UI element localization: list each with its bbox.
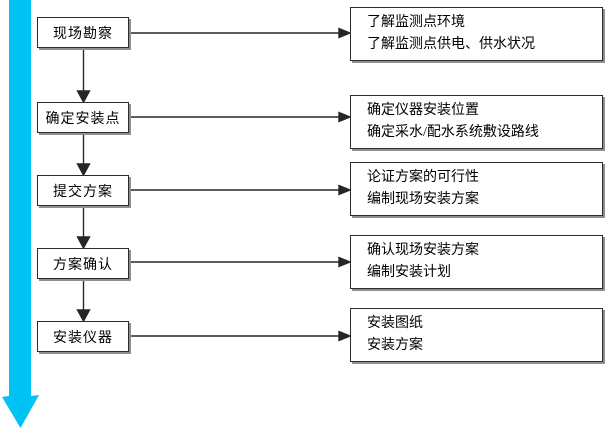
detail-line: 确定仪器安装位置 xyxy=(367,103,479,118)
detail-line: 论证方案的可行性 xyxy=(367,170,479,185)
detail-line: 安装图纸 xyxy=(367,316,423,331)
detail-box-plan-confirmation: 确认现场安装方案 编制安装计划 xyxy=(350,235,603,289)
step-box-site-survey: 现场勘察 xyxy=(37,17,129,48)
step-label: 方案确认 xyxy=(53,257,113,273)
detail-box-determine-install-point: 确定仪器安装位置 确定采水/配水系统敷设路线 xyxy=(350,95,603,149)
detail-line: 了解监测点供电、供水状况 xyxy=(367,37,535,52)
detail-line: 编制安装计划 xyxy=(367,265,451,280)
step-box-determine-install-point: 确定安装点 xyxy=(37,102,129,133)
step-box-submit-plan: 提交方案 xyxy=(37,175,129,206)
detail-box-submit-plan: 论证方案的可行性 编制现场安装方案 xyxy=(350,162,603,216)
arrowhead-down-icon xyxy=(76,163,91,177)
step-label: 提交方案 xyxy=(53,184,113,200)
arrowhead-right-icon xyxy=(338,330,352,342)
detail-line: 安装方案 xyxy=(367,338,423,353)
detail-line: 编制现场安装方案 xyxy=(367,192,479,207)
detail-box-install-instruments: 安装图纸 安装方案 xyxy=(350,308,603,362)
arrowhead-down-icon xyxy=(76,90,91,104)
step-box-plan-confirmation: 方案确认 xyxy=(37,248,129,279)
detail-line: 确认现场安装方案 xyxy=(367,243,479,258)
arrowhead-right-icon xyxy=(338,184,352,196)
step-label: 安装仪器 xyxy=(53,330,113,346)
timeline-down-arrow-icon xyxy=(2,0,39,428)
step-label: 现场勘察 xyxy=(53,26,113,42)
step-box-install-instruments: 安装仪器 xyxy=(37,321,129,352)
arrowhead-down-icon xyxy=(76,236,91,250)
arrowhead-right-icon xyxy=(338,27,352,39)
detail-line: 了解监测点环境 xyxy=(367,15,465,30)
detail-line: 确定采水/配水系统敷设路线 xyxy=(367,125,539,140)
detail-box-site-survey: 了解监测点环境 了解监测点供电、供水状况 xyxy=(350,7,603,61)
arrowhead-down-icon xyxy=(76,309,91,323)
arrowhead-right-icon xyxy=(338,256,352,268)
arrowhead-right-icon xyxy=(338,111,352,123)
step-label: 确定安装点 xyxy=(45,111,121,127)
